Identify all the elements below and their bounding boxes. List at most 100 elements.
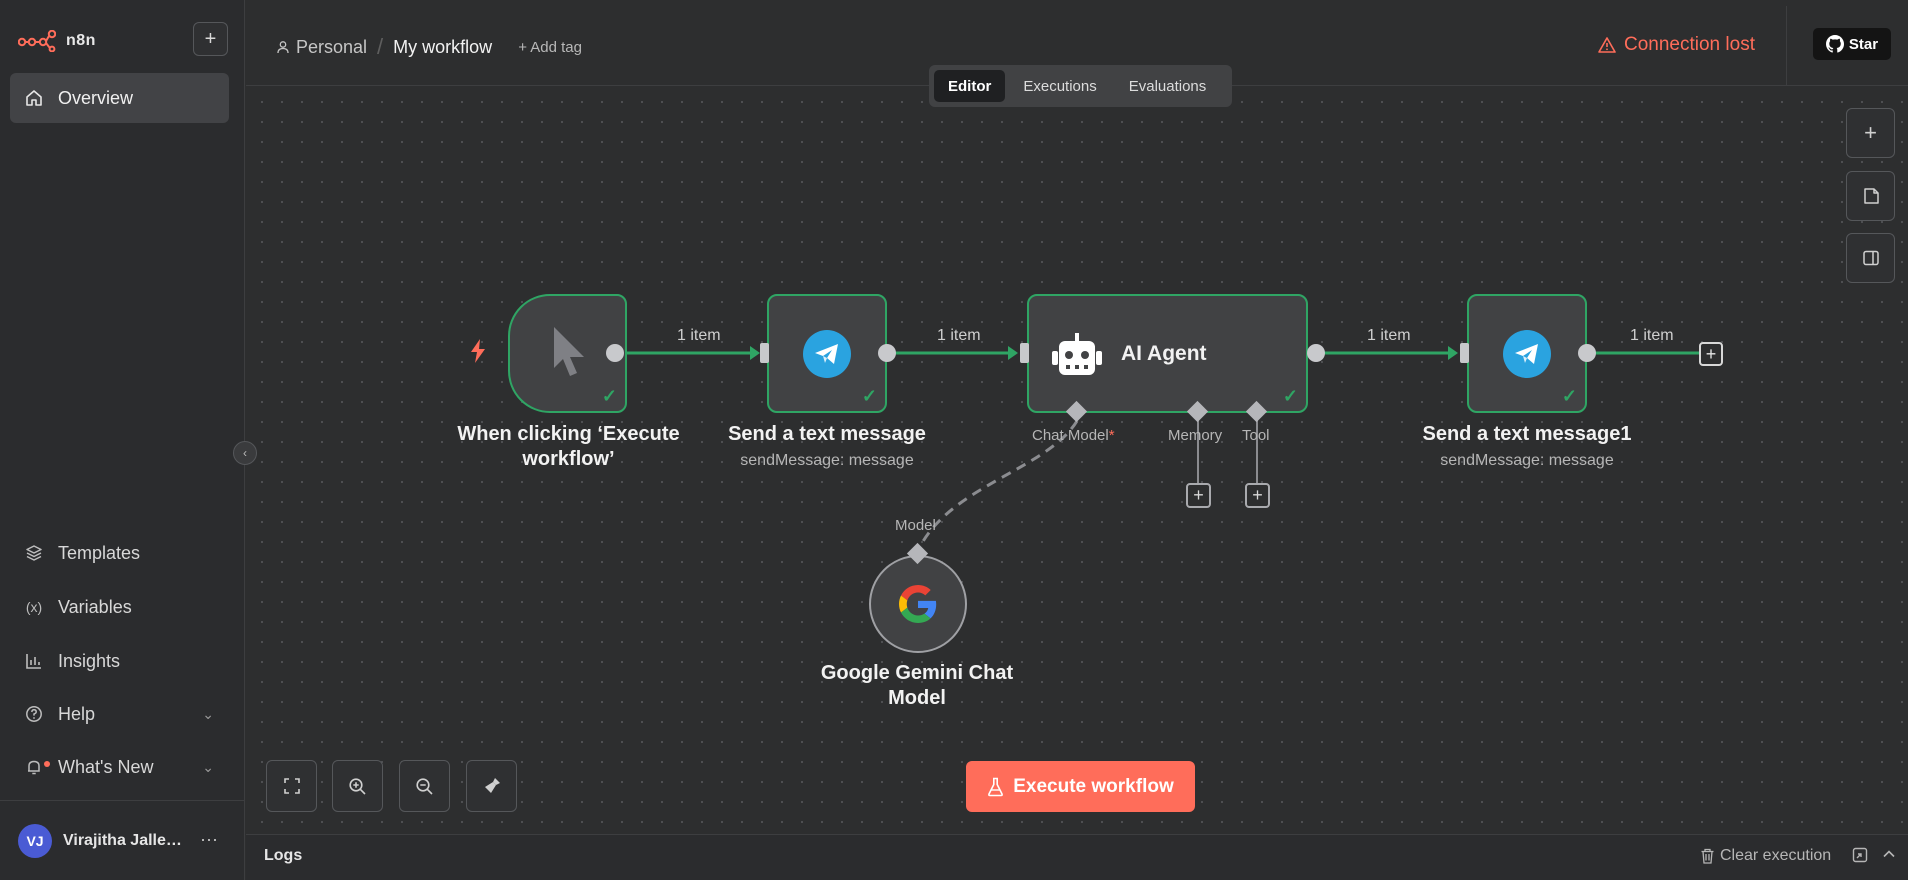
create-new-button[interactable]: + bbox=[193, 22, 228, 56]
panel-icon bbox=[1862, 250, 1879, 266]
add-tag-button[interactable]: + Add tag bbox=[518, 38, 582, 56]
insights-icon bbox=[24, 651, 44, 671]
toggle-panel-button[interactable] bbox=[1846, 233, 1895, 283]
output-handle[interactable] bbox=[878, 344, 896, 362]
sidebar-item-label: What's New bbox=[58, 756, 154, 777]
node-ai-agent[interactable]: AI Agent ✓ bbox=[1027, 294, 1308, 413]
sticky-note-button[interactable] bbox=[1846, 171, 1895, 221]
sidebar-item-overview[interactable]: Overview bbox=[10, 73, 229, 123]
node-label: AI Agent bbox=[1121, 342, 1207, 365]
chevron-down-icon: ⌄ bbox=[202, 758, 214, 775]
input-handle[interactable] bbox=[760, 343, 769, 363]
connection-agent-send2[interactable] bbox=[1316, 346, 1458, 360]
connection-trigger-send1[interactable] bbox=[627, 346, 760, 360]
sidebar-item-label: Insights bbox=[58, 650, 121, 671]
clear-execution-label: Clear execution bbox=[1720, 847, 1832, 864]
n8n-logo-icon bbox=[18, 30, 56, 52]
fit-view-button[interactable] bbox=[266, 760, 317, 812]
notification-dot bbox=[44, 761, 50, 767]
node-label: When clicking ‘Execute workflow’ bbox=[457, 423, 680, 470]
pop-out-icon bbox=[1852, 847, 1868, 863]
plus-icon: + bbox=[204, 27, 217, 50]
zoom-out-icon bbox=[416, 777, 433, 795]
clear-execution-button[interactable]: Clear execution bbox=[1700, 847, 1831, 865]
warning-icon bbox=[1598, 37, 1616, 53]
workflow-title[interactable]: My workflow bbox=[393, 36, 493, 57]
flask-icon bbox=[988, 777, 1004, 796]
sidebar-item-help[interactable]: Help ⌄ bbox=[24, 699, 214, 729]
cursor-icon bbox=[554, 327, 584, 376]
fit-view-icon bbox=[283, 778, 300, 794]
zoom-out-button[interactable] bbox=[399, 760, 450, 812]
edge-item-count: 1 item bbox=[1367, 327, 1411, 344]
chevron-up-icon[interactable] bbox=[1882, 847, 1896, 866]
connection-send1-agent[interactable] bbox=[887, 346, 1018, 360]
node-label: Google Gemini Chat Model bbox=[820, 662, 1014, 709]
add-node-button[interactable]: + bbox=[1699, 342, 1723, 366]
trash-icon bbox=[1701, 848, 1714, 864]
zoom-in-button[interactable] bbox=[332, 760, 383, 812]
logs-panel[interactable]: Logs Clear execution bbox=[246, 834, 1908, 880]
chevron-down-icon: ⌄ bbox=[202, 705, 214, 722]
sidebar-item-variables[interactable]: (x) Variables bbox=[24, 592, 214, 622]
add-memory-button[interactable]: + bbox=[1186, 483, 1211, 508]
output-handle[interactable] bbox=[1578, 344, 1596, 362]
edge-item-count: 1 item bbox=[677, 327, 721, 344]
zoom-in-icon bbox=[349, 777, 366, 795]
port-label-memory: Memory bbox=[1168, 427, 1223, 444]
sidebar-item-whats-new[interactable]: What's New ⌄ bbox=[24, 752, 214, 782]
github-star-button[interactable]: Star bbox=[1813, 28, 1891, 60]
user-menu[interactable]: VJ Virajitha Jallepalli ⋯ bbox=[0, 800, 245, 880]
output-handle[interactable] bbox=[1307, 344, 1325, 362]
node-telegram-send[interactable]: ✓ bbox=[767, 294, 887, 413]
collapse-sidebar-button[interactable]: ‹ bbox=[233, 441, 257, 465]
add-tool-button[interactable]: + bbox=[1245, 483, 1270, 508]
github-icon bbox=[1825, 35, 1844, 53]
sidebar: n8n + Overview Templates (x) Variables I… bbox=[0, 0, 245, 880]
sticky-note-icon bbox=[1863, 188, 1879, 204]
tab-editor[interactable]: Editor bbox=[934, 70, 1006, 102]
star-label: Star bbox=[1848, 35, 1879, 53]
breadcrumb-project[interactable]: Personal bbox=[276, 37, 367, 58]
node-google-gemini[interactable] bbox=[869, 555, 967, 653]
breadcrumb-project-label: Personal bbox=[296, 36, 368, 57]
port-label-chat-model: Chat Model* bbox=[1032, 427, 1115, 444]
edge-item-count: 1 item bbox=[1630, 327, 1674, 344]
pop-out-logs-button[interactable] bbox=[1852, 847, 1868, 868]
sidebar-item-label: Overview bbox=[58, 87, 134, 108]
success-check-icon: ✓ bbox=[601, 386, 617, 406]
node-manual-trigger[interactable]: ✓ bbox=[508, 294, 627, 413]
tab-evaluations[interactable]: Evaluations bbox=[1128, 77, 1207, 95]
node-label: Send a text message bbox=[728, 423, 926, 445]
logo[interactable]: n8n bbox=[18, 26, 96, 56]
sidebar-item-insights[interactable]: Insights bbox=[24, 646, 214, 676]
input-handle[interactable] bbox=[1020, 343, 1029, 363]
success-check-icon: ✓ bbox=[861, 386, 877, 406]
node-telegram-send-1[interactable]: ✓ bbox=[1467, 294, 1587, 413]
trigger-bolt-icon bbox=[468, 338, 488, 369]
output-handle[interactable] bbox=[606, 344, 624, 362]
node-subtitle: sendMessage: message bbox=[740, 452, 914, 469]
broom-icon bbox=[484, 778, 500, 793]
more-options-icon[interactable]: ⋯ bbox=[200, 830, 218, 850]
execute-workflow-button[interactable]: Execute workflow bbox=[966, 761, 1195, 812]
sidebar-item-label: Templates bbox=[58, 542, 141, 563]
tab-executions[interactable]: Executions bbox=[1023, 77, 1097, 95]
chevron-left-icon: ‹ bbox=[243, 446, 247, 460]
port-label-tool: Tool bbox=[1242, 427, 1270, 444]
node-label: Send a text message1 bbox=[1422, 423, 1632, 445]
bell-icon bbox=[24, 757, 50, 777]
add-node-panel-button[interactable]: + bbox=[1846, 108, 1895, 158]
google-icon bbox=[899, 585, 937, 623]
workflow-canvas[interactable]: ✓ When clicking ‘Execute workflow’ ✓ Sen… bbox=[246, 86, 1908, 834]
tidy-up-button[interactable] bbox=[466, 760, 517, 812]
user-name: Virajitha Jallepalli bbox=[63, 831, 189, 849]
input-handle[interactable] bbox=[1460, 343, 1469, 363]
logs-title: Logs bbox=[264, 847, 303, 864]
sidebar-item-templates[interactable]: Templates bbox=[24, 538, 214, 568]
header-divider bbox=[1786, 6, 1787, 86]
telegram-icon bbox=[803, 330, 851, 378]
sidebar-item-label: Help bbox=[58, 703, 96, 724]
connections-layer bbox=[627, 346, 1700, 554]
connection-gemini-agent[interactable] bbox=[915, 420, 1079, 554]
